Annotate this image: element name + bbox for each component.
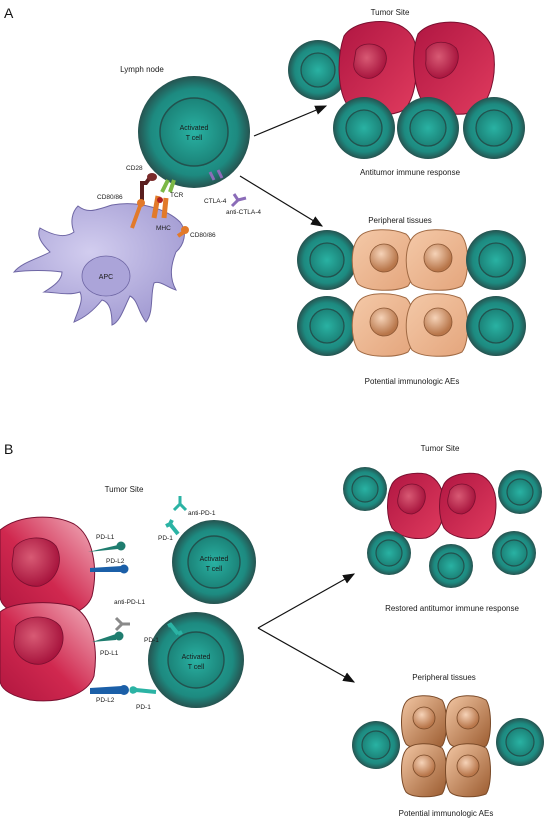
arrow-to-tumor-b (257, 573, 356, 629)
anti-ctla4-antibody (230, 193, 247, 208)
cd80-86-right (176, 226, 189, 238)
restored-response-label: Restored antitumor immune response (385, 604, 519, 613)
panel-b-letter: B (4, 441, 13, 457)
arrow-to-peripheral-a (239, 175, 324, 227)
arrow-to-tumor-a (253, 105, 328, 137)
immunologic-aes-label-b: Potential immunologic AEs (399, 809, 494, 818)
pd1-mid-receptor (167, 622, 183, 636)
peripheral-tissues-label-a: Peripheral tissues (368, 216, 432, 225)
pdl2-top (90, 564, 129, 574)
pdl2-top-label: PD-L2 (106, 558, 125, 565)
peripheral-cells-b (352, 695, 544, 798)
pdl2-bottom (90, 685, 129, 695)
pdl1-top (88, 541, 126, 552)
cd80-86-left (130, 199, 145, 229)
activated-label-b-top1: Activated (200, 556, 229, 563)
pdl2-bottom-label: PD-L2 (96, 697, 115, 704)
tumor-site-label-a: Tumor Site (371, 8, 410, 17)
tumor-site-label-b-left: Tumor Site (105, 485, 144, 494)
cd28-label: CD28 (126, 165, 143, 172)
tcr-label: TCR (170, 192, 184, 199)
arrow-to-peripheral-b (257, 627, 356, 683)
pdl1-top-label: PD-L1 (96, 534, 115, 541)
pd1-bottom-label: PD-1 (136, 704, 151, 711)
activated-label-a1: Activated (180, 125, 209, 132)
cd80-86-left-label: CD80/86 (97, 194, 123, 201)
ctla4-receptor (208, 169, 224, 181)
tumor-site-label-b-right: Tumor Site (421, 444, 460, 453)
antitumor-response-label: Antitumor immune response (360, 168, 461, 177)
apc-nucleus (81, 255, 131, 297)
activated-label-b-bottom1: Activated (182, 654, 211, 661)
apc-label: APC (99, 274, 113, 281)
tumor-site-cells-b (343, 467, 542, 588)
activated-t-cell-b-bottom (148, 612, 244, 708)
anti-pdl1-label: anti-PD-L1 (114, 599, 145, 606)
peripheral-tissues-label-b: Peripheral tissues (412, 673, 476, 682)
anti-pd1-antibody (172, 496, 188, 512)
tcr-receptor (160, 179, 176, 193)
lymph-node-label: Lymph node (120, 65, 164, 74)
activated-label-b-bottom2: T cell (188, 664, 205, 671)
apc-cell (12, 203, 185, 326)
activated-t-cell-a (138, 76, 250, 188)
peripheral-cells-a (297, 229, 526, 357)
pd1-mid-label: PD-1 (144, 637, 159, 644)
activated-t-cell-b-top (172, 520, 256, 604)
cd80-86-right-label: CD80/86 (190, 232, 216, 239)
pdl1-bottom (92, 631, 124, 642)
anti-pdl1-antibody (114, 616, 130, 632)
pd1-bottom-receptor (129, 686, 157, 694)
activated-label-b-top2: T cell (206, 566, 223, 573)
cd28-receptor (140, 173, 157, 201)
tumor-cells-b-left (0, 516, 96, 702)
pdl1-bottom-label: PD-L1 (100, 650, 119, 657)
activated-label-a2: T cell (186, 135, 203, 142)
anti-ctla4-label: anti-CTLA-4 (226, 209, 261, 216)
anti-pd1-label: anti-PD-1 (188, 510, 216, 517)
mhc-label: MHC (156, 225, 171, 232)
ctla4-label: CTLA-4 (204, 198, 227, 205)
mhc-molecule (151, 195, 169, 219)
immunologic-aes-label-a: Potential immunologic AEs (365, 377, 460, 386)
pd1-top-receptor (165, 519, 180, 536)
panel-a-letter: A (4, 5, 14, 21)
pd1-top-label: PD-1 (158, 535, 173, 542)
tumor-site-cells-a (288, 21, 525, 159)
